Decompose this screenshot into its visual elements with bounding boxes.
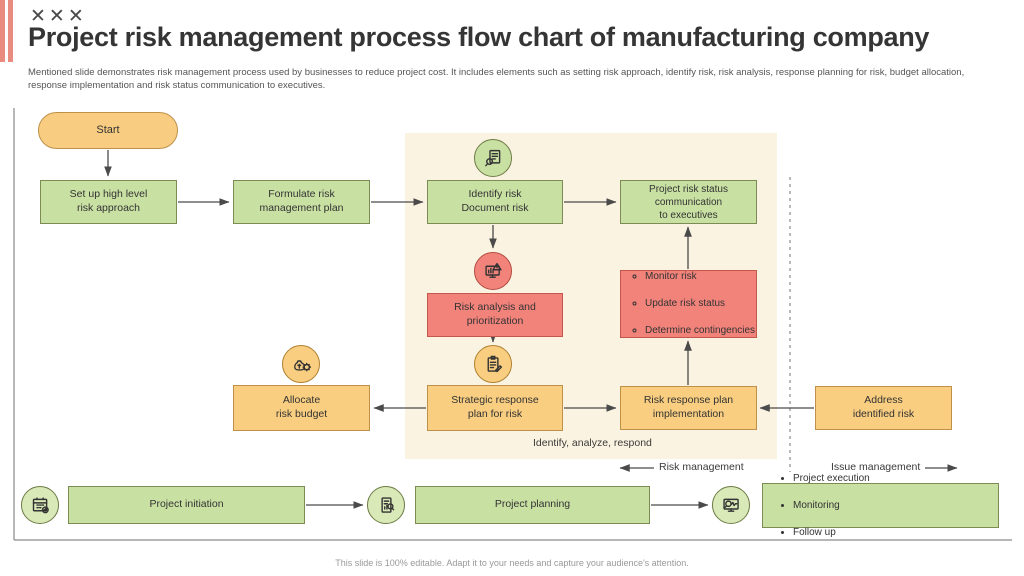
calendar-plus-icon: [21, 486, 59, 524]
money-bag-gear-icon: [282, 345, 320, 383]
list-item: Monitor risk: [645, 270, 755, 284]
step-address-identified-risk: Address identified risk: [815, 386, 952, 430]
step-setup-risk-approach: Set up high level risk approach: [40, 180, 177, 224]
execution-list: Project execution Monitoring Follow up: [763, 458, 870, 553]
list-item: Follow up: [793, 526, 870, 540]
risk-management-label: Risk management: [659, 461, 744, 473]
list-item: Project execution: [793, 472, 870, 486]
document-search-icon: [474, 139, 512, 177]
editable-note: This slide is 100% editable. Adapt it to…: [335, 558, 689, 568]
monitor-pulse-search-icon: [712, 486, 750, 524]
list-item: Monitoring: [793, 499, 870, 513]
phase-project-execution: Project execution Monitoring Follow up: [762, 473, 999, 538]
slide-description: Mentioned slide demonstrates risk manage…: [28, 67, 965, 92]
page-title: Project risk management process flow cha…: [28, 22, 930, 52]
step-monitor-risk: Monitor risk Update risk status Determin…: [620, 270, 757, 338]
step-risk-analysis: Risk analysis and prioritization: [427, 293, 563, 337]
list-item: Determine contingencies: [645, 324, 755, 338]
step-strategic-response-plan: Strategic response plan for risk: [427, 385, 563, 431]
step-risk-response-implementation: Risk response plan implementation: [620, 386, 757, 430]
step-identify-document-risk: Identify risk Document risk: [427, 180, 563, 224]
clipboard-plan-icon: [474, 345, 512, 383]
start-terminator: Start: [38, 112, 178, 149]
accent-bar-left-1: [0, 0, 5, 62]
region-caption: Identify, analyze, respond: [533, 437, 652, 449]
list-item: Update risk status: [645, 297, 755, 311]
issue-management-label: Issue management: [831, 461, 921, 473]
step-allocate-risk-budget: Allocate risk budget: [233, 385, 370, 431]
phase-project-initiation: Project initiation: [68, 486, 305, 524]
document-chart-search-icon: [367, 486, 405, 524]
risk-alert-chart-icon: [474, 252, 512, 290]
phase-project-planning: Project planning: [415, 486, 650, 524]
step-formulate-risk-plan: Formulate risk management plan: [233, 180, 370, 224]
accent-bar-left-2: [8, 0, 13, 62]
step-risk-status-communication: Project risk status communication to exe…: [620, 180, 757, 224]
company-logo: ✕✕✕: [30, 6, 87, 27]
monitor-risk-list: Monitor risk Update risk status Determin…: [621, 257, 755, 352]
